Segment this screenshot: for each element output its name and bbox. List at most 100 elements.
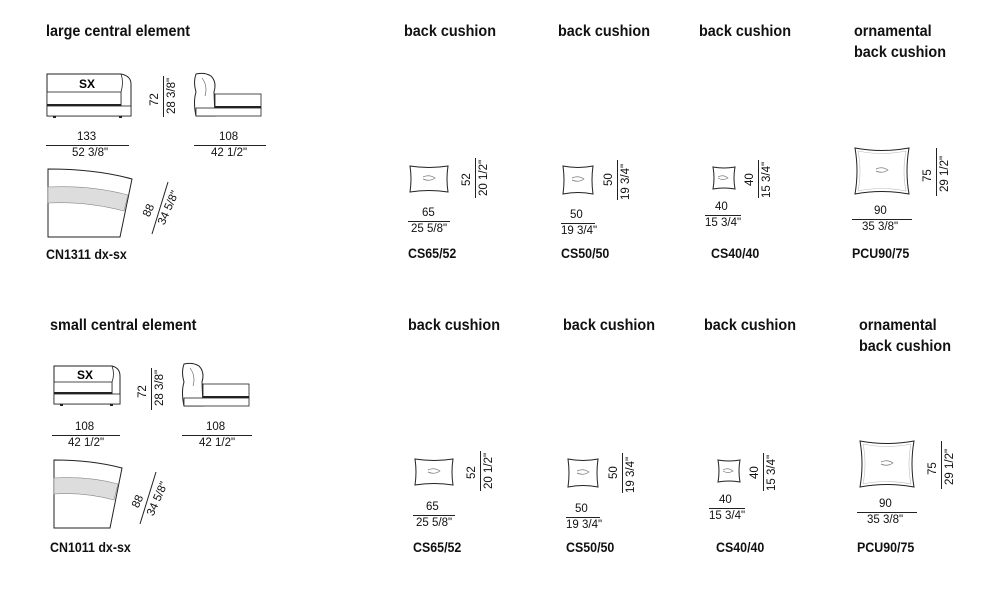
cushion-height-in: 15 3/4"	[761, 161, 773, 198]
cushion-height-line	[475, 158, 476, 198]
cushion-height-cm: 40	[749, 466, 761, 479]
cushion-code: CS40/40	[716, 540, 765, 555]
cushion-height-in: 20 1/2"	[478, 159, 490, 196]
height-in: 28 3/8"	[154, 369, 166, 406]
cushion-width-cm: 90	[879, 498, 892, 510]
cushion-width-in: 25 5/8"	[416, 517, 453, 529]
element-code: CN1011 dx-sx	[50, 540, 131, 555]
cushion-height-cm: 50	[608, 466, 620, 479]
cushion-width-cm: 50	[570, 209, 583, 221]
height-cm: 72	[149, 93, 161, 106]
side-depth-cm: 108	[206, 421, 226, 433]
cushion-title: back cushion	[558, 23, 651, 40]
cushion-width-in: 15 3/4"	[705, 217, 742, 229]
cushion-drawing	[567, 458, 599, 488]
cushion-height-cm: 50	[603, 173, 615, 186]
front-view-drawing: SX	[46, 73, 132, 118]
cushion-width-cm: 40	[715, 201, 728, 213]
cushion-title-line2: back cushion	[854, 44, 947, 61]
cushion-height-cm: 52	[461, 173, 473, 186]
front-view-label: SX	[77, 368, 93, 382]
side-depth-in: 42 1/2"	[199, 437, 236, 449]
cushion-title: back cushion	[408, 317, 501, 334]
front-view-label: SX	[79, 77, 95, 91]
cushion-code: CS50/50	[561, 246, 610, 261]
cushion-code: CS40/40	[711, 246, 760, 261]
cushion-width-in: 15 3/4"	[709, 510, 746, 522]
cushion-width-in: 25 5/8"	[411, 223, 448, 235]
cushion-drawing	[414, 458, 454, 486]
cushion-width-cm: 65	[426, 501, 439, 513]
cushion-title: back cushion	[404, 23, 497, 40]
cushion-height-cm: 52	[466, 466, 478, 479]
cushion-height-in: 19 3/4"	[620, 163, 632, 200]
cushion-drawing	[717, 459, 741, 483]
cushion-width-in: 19 3/4"	[566, 519, 603, 531]
cushion-width-line	[852, 219, 912, 220]
cushion-height-in: 29 1/2"	[944, 448, 956, 485]
height-cm: 72	[137, 385, 149, 398]
cushion-height-line	[617, 160, 618, 200]
top-view-drawing	[47, 168, 133, 238]
ornamental-cushion-drawing	[859, 440, 915, 488]
cushion-height-line	[758, 160, 759, 198]
front-width-dimension-line	[52, 435, 120, 436]
cushion-title: back cushion	[563, 317, 656, 334]
cushion-height-cm: 75	[922, 169, 934, 182]
cushion-width-line	[705, 215, 741, 216]
section-title: small central element	[50, 317, 197, 334]
cushion-drawing	[409, 165, 449, 193]
cushion-code: PCU90/75	[857, 540, 915, 555]
side-depth-in: 42 1/2"	[211, 147, 248, 159]
top-view-dimension-line	[139, 471, 157, 525]
top-view-dimension-line	[151, 181, 169, 235]
cushion-width-in: 35 3/8"	[867, 514, 904, 526]
cushion-code: PCU90/75	[852, 246, 910, 261]
cushion-height-in: 29 1/2"	[939, 155, 951, 192]
cushion-height-cm: 75	[927, 462, 939, 475]
ornamental-cushion-drawing	[854, 147, 910, 195]
side-depth-cm: 108	[219, 131, 239, 143]
cushion-width-line	[857, 512, 917, 513]
cushion-code: CS65/52	[408, 246, 457, 261]
height-dimension-line	[163, 76, 164, 117]
height-in: 28 3/8"	[166, 77, 178, 114]
side-depth-dimension-line	[182, 435, 252, 436]
cushion-height-line	[941, 441, 942, 489]
cushion-width-in: 35 3/8"	[862, 221, 899, 233]
element-code: CN1311 dx-sx	[46, 247, 127, 262]
cushion-height-in: 20 1/2"	[483, 452, 495, 489]
side-depth-dimension-line	[194, 145, 266, 146]
height-dimension-line	[151, 368, 152, 410]
cushion-width-line	[561, 223, 595, 224]
cushion-width-line	[709, 508, 745, 509]
cushion-code: CS50/50	[566, 540, 615, 555]
cushion-title: back cushion	[704, 317, 797, 334]
cushion-height-line	[763, 453, 764, 491]
cushion-width-cm: 50	[575, 503, 588, 515]
cushion-height-in: 15 3/4"	[766, 454, 778, 491]
front-width-cm: 108	[75, 421, 95, 433]
section-title: large central element	[46, 23, 191, 40]
front-view-drawing: SX	[53, 365, 121, 406]
side-view-drawing	[194, 72, 262, 117]
cushion-code: CS65/52	[413, 540, 462, 555]
cushion-width-in: 19 3/4"	[561, 225, 598, 237]
front-width-dimension-line	[46, 145, 129, 146]
cushion-title-line1: ornamental	[859, 317, 937, 334]
top-view-drawing	[53, 459, 123, 529]
cushion-height-in: 19 3/4"	[625, 456, 637, 493]
cushion-height-line	[622, 453, 623, 493]
cushion-height-line	[936, 148, 937, 196]
cushion-title-line2: back cushion	[859, 338, 952, 355]
front-width-cm: 133	[77, 131, 97, 143]
cushion-title: back cushion	[699, 23, 792, 40]
cushion-width-cm: 40	[719, 494, 732, 506]
cushion-width-line	[566, 517, 600, 518]
cushion-width-line	[413, 515, 455, 516]
cushion-height-line	[480, 451, 481, 491]
cushion-width-line	[408, 221, 450, 222]
cushion-width-cm: 90	[874, 205, 887, 217]
cushion-width-cm: 65	[422, 207, 435, 219]
cushion-height-cm: 40	[744, 173, 756, 186]
